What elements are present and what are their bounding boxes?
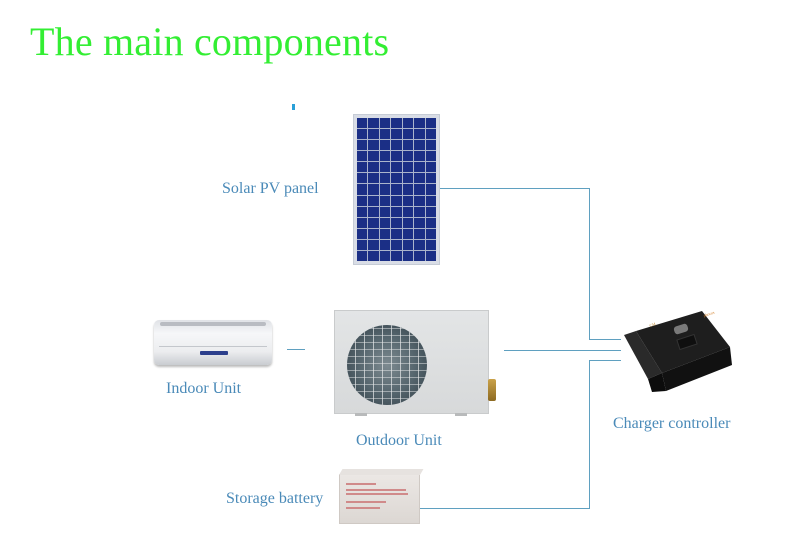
- storage-battery-image: [339, 469, 424, 524]
- connector-indoor-outdoor: [287, 349, 305, 350]
- indoor-unit-image: [154, 320, 272, 365]
- fan-icon: [343, 321, 431, 409]
- decorative-mark: [292, 104, 295, 110]
- svg-text:phocos: phocos: [703, 310, 716, 318]
- indoor-unit-label: Indoor Unit: [166, 380, 242, 397]
- connector-panel-horizontal: [440, 188, 590, 189]
- outdoor-unit-label: Outdoor Unit: [356, 432, 442, 449]
- connector-panel-vertical: [589, 188, 590, 340]
- connector-battery-horizontal: [420, 508, 590, 509]
- page-title: The main components: [30, 19, 390, 64]
- outdoor-unit-image: [334, 310, 496, 416]
- connector-panel-to-charger: [589, 339, 621, 340]
- connector-outdoor-to-charger: [504, 350, 621, 351]
- solar-panel-label: Solar PV panel: [222, 180, 319, 197]
- svg-text:CM: CM: [649, 321, 657, 328]
- charger-controller-label: Charger controller: [613, 415, 731, 432]
- solar-panel-image: [353, 114, 440, 265]
- solar-cells: [357, 118, 436, 261]
- connector-charger-to-battery-top: [589, 360, 621, 361]
- charger-controller-image: CM phocos: [624, 310, 732, 392]
- connector-battery-vertical: [589, 360, 590, 509]
- storage-battery-label: Storage battery: [226, 490, 324, 507]
